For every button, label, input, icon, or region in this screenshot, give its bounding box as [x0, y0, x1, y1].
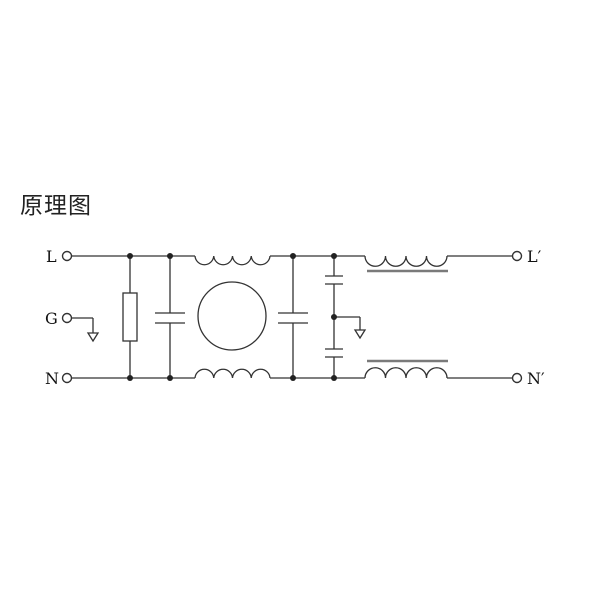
diagram-title: 原理图	[20, 193, 92, 219]
ground-symbol-g	[86, 332, 100, 343]
common-mode-choke-top	[194, 255, 271, 266]
ground-symbol-y	[353, 329, 367, 340]
common-mode-choke-bottom	[194, 368, 271, 379]
junction-dot	[127, 253, 133, 259]
junction-dot	[290, 375, 296, 381]
label-g: G	[45, 309, 58, 328]
junction-dot	[127, 375, 133, 381]
junction-dot	[331, 314, 337, 320]
junction-dot	[290, 253, 296, 259]
inductor-bottom-output	[364, 367, 448, 379]
terminal-l-output	[511, 250, 523, 262]
terminal-g-input	[61, 312, 73, 324]
junction-dot	[331, 253, 337, 259]
junction-dot	[167, 375, 173, 381]
terminal-n-output	[511, 372, 523, 384]
inductor-top-output	[364, 255, 448, 267]
choke-ring-core	[197, 281, 267, 351]
label-n: N	[45, 369, 59, 388]
terminal-n-input	[61, 372, 73, 384]
label-l-output: L′	[527, 247, 542, 266]
junction-dot	[331, 375, 337, 381]
varistor	[122, 292, 138, 342]
junction-dot	[167, 253, 173, 259]
label-l: L	[46, 247, 57, 266]
label-n-output: N′	[527, 369, 545, 388]
terminal-l-input	[61, 250, 73, 262]
